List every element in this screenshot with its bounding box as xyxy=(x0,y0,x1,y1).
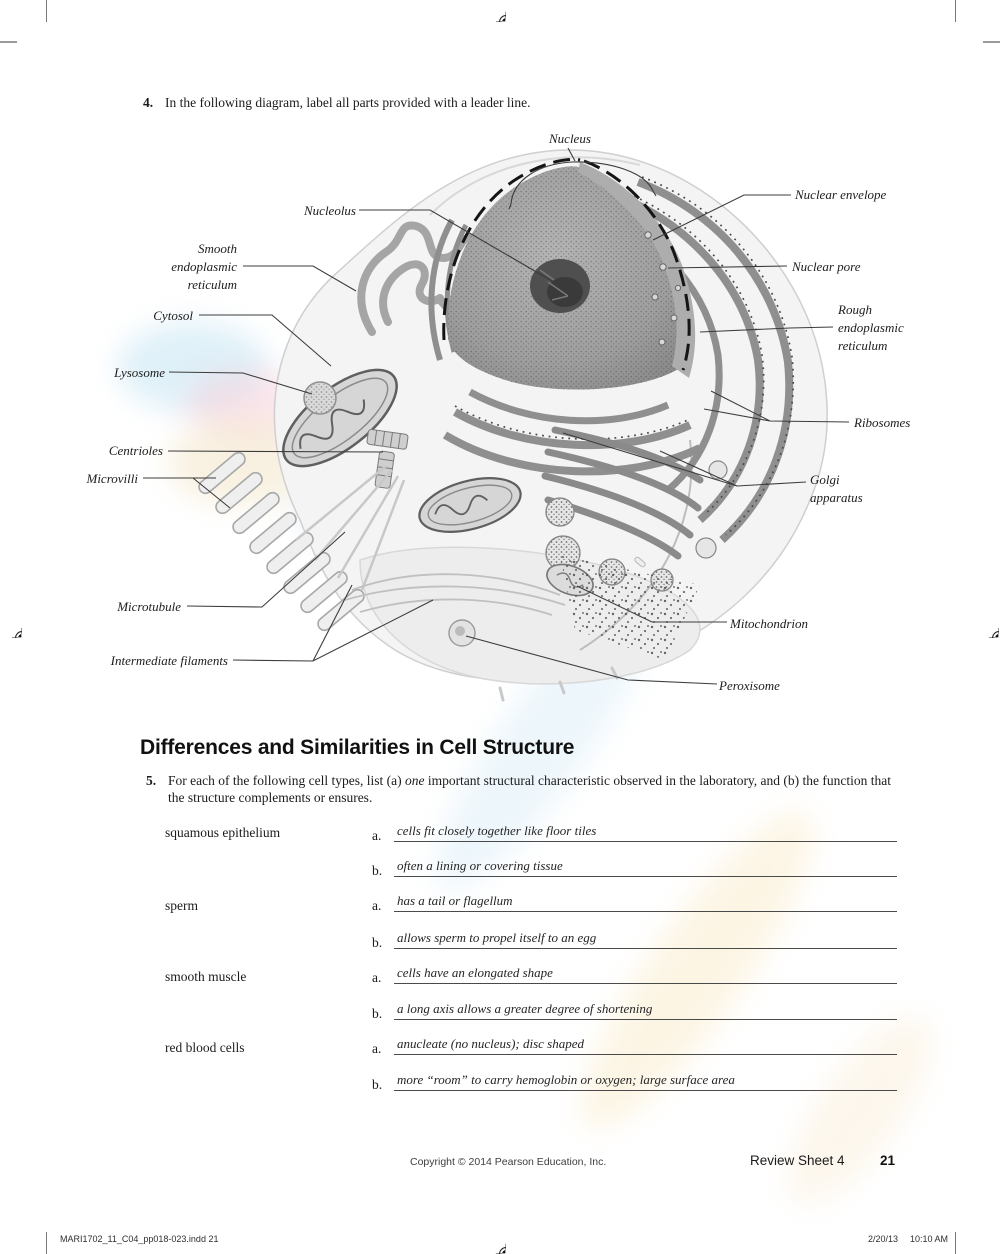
cell-type-label: red blood cells xyxy=(165,1040,245,1055)
label-rough-er: Rough endoplasmic reticulum xyxy=(838,302,904,353)
answer-blank: a. anucleate (no nucleus); disc shaped xyxy=(372,1035,898,1057)
question-text: In the following diagram, label all part… xyxy=(165,95,531,110)
crop-mark xyxy=(955,1232,956,1254)
leader-lines xyxy=(143,147,850,685)
label-microtubule: Microtubule xyxy=(117,599,181,614)
question-number: 4. xyxy=(143,95,154,110)
answer-text: more “room” to carry hemoglobin or oxyge… xyxy=(397,1072,735,1087)
label-intermediate-filaments: Intermediate filaments xyxy=(110,653,228,668)
nucleus-art xyxy=(442,157,696,390)
label-mitochondrion: Mitochondrion xyxy=(730,616,808,631)
answer-text: cells have an elongated shape xyxy=(397,965,553,980)
answer-prefix: a. xyxy=(372,828,382,843)
answer-prefix: a. xyxy=(372,898,382,913)
lysosome-art xyxy=(303,381,337,415)
answer-prefix: b. xyxy=(372,1006,383,1021)
nuclear-pore-art xyxy=(644,231,682,346)
answer-text: a long axis allows a greater degree of s… xyxy=(397,1001,653,1016)
answer-text: cells fit closely together like floor ti… xyxy=(397,823,597,838)
answer-prefix: b. xyxy=(372,863,383,878)
crop-mark xyxy=(983,41,1000,43)
label-microvilli: Microvilli xyxy=(86,471,138,486)
print-datetime: 2/20/13 10:10 AM xyxy=(868,1234,948,1244)
answer-blank: a. cells fit closely together like floor… xyxy=(372,822,898,844)
intermediate-filaments-art xyxy=(344,573,566,616)
answer-line xyxy=(394,1090,897,1091)
label-nuclear-envelope: Nuclear envelope xyxy=(795,187,887,202)
label-peroxisome: Peroxisome xyxy=(719,678,780,693)
answer-line xyxy=(394,1054,897,1055)
nuclear-envelope-art xyxy=(578,162,696,378)
answer-blank: b. allows sperm to propel itself to an e… xyxy=(372,929,898,951)
crop-mark xyxy=(46,1232,47,1254)
answer-line xyxy=(394,948,897,949)
answer-blank: b. a long axis allows a greater degree o… xyxy=(372,1000,898,1022)
question-5: 5. For each of the following cell types,… xyxy=(146,772,904,806)
answer-blank: a. cells have an elongated shape xyxy=(372,964,898,986)
answer-prefix: a. xyxy=(372,1041,382,1056)
question-text: For each of the following cell types, li… xyxy=(168,773,892,805)
label-ribosomes: Ribosomes xyxy=(854,415,911,430)
page-number: 21 xyxy=(880,1153,896,1168)
question-number: 5. xyxy=(146,773,157,788)
peroxisome-art xyxy=(448,619,476,647)
answer-text: often a lining or covering tissue xyxy=(397,858,563,873)
label-centrioles: Centrioles xyxy=(108,443,163,458)
label-nuclear-pore: Nuclear pore xyxy=(792,259,861,274)
answer-line xyxy=(394,1019,897,1020)
answer-text: has a tail or flagellum xyxy=(397,893,513,908)
question-4: 4. In the following diagram, label all p… xyxy=(143,94,923,111)
answer-blank: b. often a lining or covering tissue xyxy=(372,857,898,879)
print-time: 10:10 AM xyxy=(909,1234,948,1244)
answer-blank: b. more “room” to carry hemoglobin or ox… xyxy=(372,1071,898,1093)
cell-type-label: squamous epithelium xyxy=(165,825,281,840)
microvilli-art xyxy=(198,451,365,632)
label-golgi-apparatus: Golgi apparatus xyxy=(810,472,863,505)
centrioles-art xyxy=(366,429,409,489)
answer-blank: a. has a tail or flagellum xyxy=(372,892,898,914)
print-file-info: MARI1702_11_C04_pp018-023.indd 21 xyxy=(60,1234,219,1244)
label-smooth-er: Smooth endoplasmic reticulum xyxy=(171,241,237,292)
section-heading: Differences and Similarities in Cell Str… xyxy=(140,736,575,759)
label-nucleolus: Nucleolus xyxy=(304,203,356,218)
crop-mark xyxy=(955,0,956,22)
label-lysosome: Lysosome xyxy=(114,365,165,380)
crop-mark xyxy=(46,0,47,22)
answer-prefix: b. xyxy=(372,935,383,950)
answer-text: allows sperm to propel itself to an egg xyxy=(397,930,597,945)
label-cytosol: Cytosol xyxy=(153,308,193,323)
answer-line xyxy=(394,876,897,877)
review-sheet-label: Review Sheet 4 xyxy=(750,1153,845,1168)
answer-prefix: a. xyxy=(372,970,382,985)
answer-text: anucleate (no nucleus); disc shaped xyxy=(397,1036,585,1051)
crop-mark xyxy=(0,41,17,43)
cell-type-label: sperm xyxy=(165,898,198,913)
cell-type-label: smooth muscle xyxy=(165,969,247,984)
answer-line xyxy=(394,983,897,984)
answer-line xyxy=(394,841,897,842)
copyright-text: Copyright © 2014 Pearson Education, Inc. xyxy=(410,1156,607,1168)
granules-art xyxy=(560,555,700,660)
answer-prefix: b. xyxy=(372,1077,383,1092)
microtubule-art xyxy=(295,465,406,591)
answer-line xyxy=(394,911,897,912)
label-nucleus: Nucleus xyxy=(549,131,591,146)
print-date: 2/20/13 xyxy=(867,1234,898,1244)
